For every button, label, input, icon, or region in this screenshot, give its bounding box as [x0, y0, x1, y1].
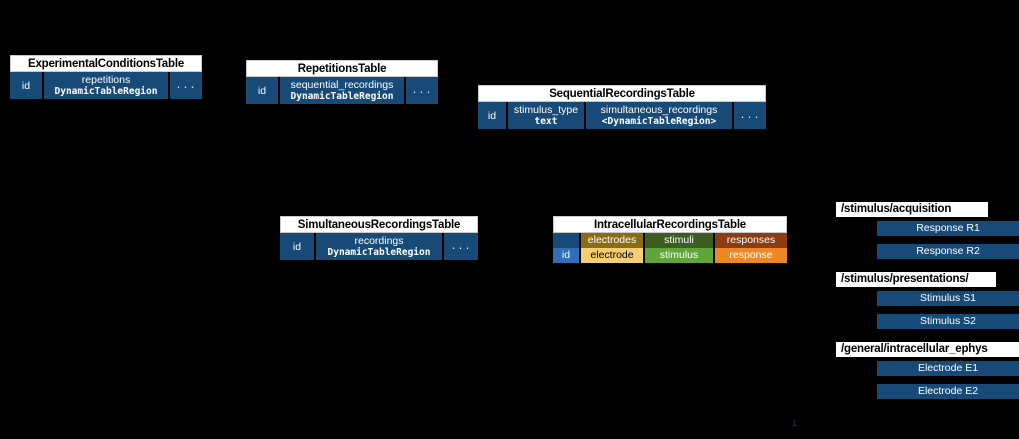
column-electrode: electrode	[581, 248, 645, 263]
column-id: id	[280, 233, 316, 260]
table-row: id repetitions DynamicTableRegion ...	[10, 72, 202, 99]
repetitions-table: RepetitionsTable id sequential_recording…	[246, 60, 438, 104]
table-title: ExperimentalConditionsTable	[10, 55, 202, 72]
category-cell-blank	[553, 233, 581, 248]
column-more: ...	[444, 233, 478, 260]
column-recordings: recordings DynamicTableRegion	[316, 233, 444, 260]
column-id: id	[478, 102, 508, 129]
column-simultaneous-recordings: simultaneous_recordings <DynamicTableReg…	[586, 102, 734, 129]
table-title: IntracellularRecordingsTable	[553, 216, 787, 233]
category-cell-stimuli: stimuli	[645, 233, 715, 248]
category-row: electrodes stimuli responses	[553, 233, 787, 248]
column-response: response	[715, 248, 787, 263]
path-label: /stimulus/acquisition	[836, 202, 988, 217]
table-row: id sequential_recordings DynamicTableReg…	[246, 77, 438, 104]
column-stimulus-type: stimulus_type text	[508, 102, 586, 129]
table-row: id recordings DynamicTableRegion ...	[280, 233, 478, 260]
page-number: 1	[792, 418, 798, 428]
sequential-recordings-table: SequentialRecordingsTable id stimulus_ty…	[478, 85, 766, 129]
table-title: RepetitionsTable	[246, 60, 438, 77]
path-item: Response R2	[877, 244, 1019, 259]
path-label: /stimulus/presentations/	[836, 272, 996, 287]
path-item: Response R1	[877, 221, 1019, 236]
path-item: Stimulus S2	[877, 314, 1019, 329]
path-item: Electrode E2	[877, 384, 1019, 399]
column-sequential-recordings: sequential_recordings DynamicTableRegion	[280, 77, 406, 104]
path-group-general-intracellular-ephys: /general/intracellular_ephys Electrode E…	[836, 342, 1019, 399]
column-more: ...	[734, 102, 766, 129]
column-id: id	[246, 77, 280, 104]
path-item: Stimulus S1	[877, 291, 1019, 306]
experimental-conditions-table: ExperimentalConditionsTable id repetitio…	[10, 55, 202, 99]
column-repetitions: repetitions DynamicTableRegion	[44, 72, 170, 99]
category-cell-responses: responses	[715, 233, 787, 248]
table-title: SimultaneousRecordingsTable	[280, 216, 478, 233]
path-group-stimulus-acquisition: /stimulus/acquisition Response R1 Respon…	[836, 202, 1019, 259]
column-stimulus: stimulus	[645, 248, 715, 263]
category-cell-electrodes: electrodes	[581, 233, 645, 248]
table-row: id stimulus_type text simultaneous_recor…	[478, 102, 766, 129]
path-group-stimulus-presentations: /stimulus/presentations/ Stimulus S1 Sti…	[836, 272, 1019, 329]
column-more: ...	[406, 77, 438, 104]
column-row: id electrode stimulus response	[553, 248, 787, 263]
path-label: /general/intracellular_ephys	[836, 342, 1019, 357]
intracellular-recordings-table: IntracellularRecordingsTable electrodes …	[553, 216, 787, 263]
table-title: SequentialRecordingsTable	[478, 85, 766, 102]
column-id: id	[10, 72, 44, 99]
path-item: Electrode E1	[877, 361, 1019, 376]
column-more: ...	[170, 72, 202, 99]
simultaneous-recordings-table: SimultaneousRecordingsTable id recording…	[280, 216, 478, 260]
column-id: id	[553, 248, 581, 263]
